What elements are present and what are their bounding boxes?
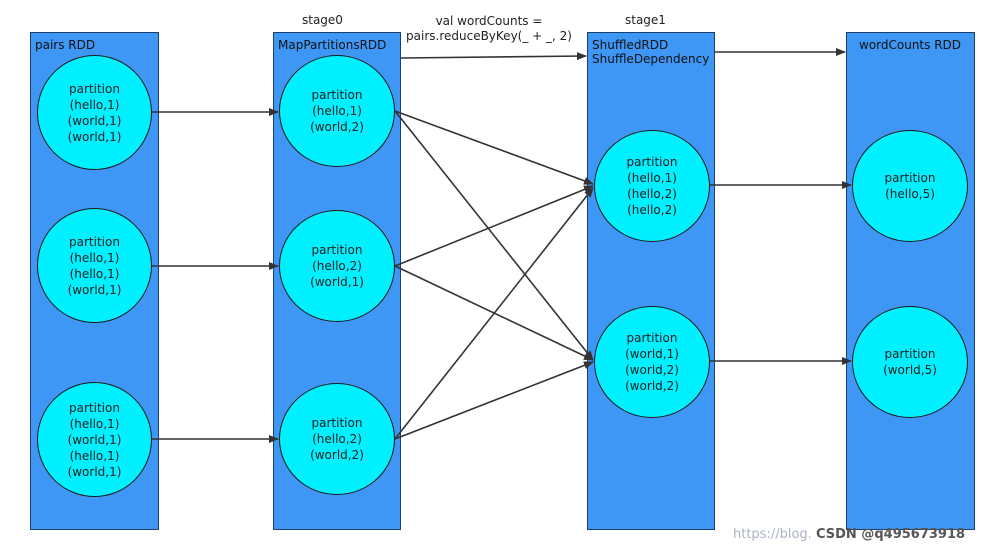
map-partitions-rdd-title: MapPartitionsRDD [278, 38, 387, 52]
partition-record: (hello,1) [69, 97, 120, 112]
partition-label: partition [311, 243, 363, 257]
stage0-label: stage0 [302, 13, 343, 27]
partition-record: (world,2) [625, 363, 679, 377]
pairs-partition-1: partition (hello,1) (world,1) (world,1) [37, 55, 152, 170]
partition-record: (world,5) [883, 363, 937, 377]
partition-record: (world,2) [310, 120, 364, 134]
partition-label: partition [69, 234, 120, 249]
partition-record: (world,1) [310, 275, 364, 289]
watermark-csdn: CSDN @q495673918 [816, 527, 966, 542]
shuffled-partition-2: partition (world,1) (world,2) (world,2) [594, 306, 710, 418]
partition-record: (hello,2) [312, 259, 362, 273]
partition-label: partition [69, 81, 120, 96]
partition-record: (world,1) [67, 282, 122, 297]
pairs-rdd-title: pairs RDD [35, 38, 96, 52]
transform-line1: val wordCounts = [435, 14, 543, 28]
arrow-map2-shuffle1 [394, 185, 594, 267]
arrow-map-to-shuffled [400, 52, 587, 61]
partition-record: (world,1) [67, 464, 122, 479]
partition-record: (world,2) [310, 448, 364, 462]
partition-record: (hello,5) [885, 187, 935, 201]
map-partition-1: partition (hello,1) (world,2) [279, 55, 395, 167]
partition-record: (hello,2) [312, 432, 362, 446]
partition-record: (hello,1) [69, 448, 120, 463]
partition-record: (hello,2) [627, 187, 677, 201]
partition-label: partition [311, 416, 363, 430]
partition-label: partition [311, 88, 363, 102]
partition-label: partition [626, 155, 678, 169]
transform-line2: pairs.reduceByKey(_ + _, 2) [406, 29, 572, 43]
map-partition-2: partition (hello,2) (world,1) [279, 210, 395, 322]
shuffled-rdd-title: ShuffledRDD ShuffleDependency [592, 38, 710, 66]
partition-record: (world,1) [67, 432, 122, 447]
partition-label: partition [884, 347, 936, 361]
shuffled-partition-1: partition (hello,1) (hello,2) (hello,2) [594, 130, 710, 242]
partition-record: (hello,1) [69, 266, 120, 281]
wordcounts-partition-2: partition (world,5) [852, 306, 968, 418]
map-partition-3: partition (hello,2) (world,2) [279, 383, 395, 495]
partition-label: partition [884, 171, 936, 185]
pairs-partition-2: partition (hello,1) (hello,1) (world,1) [37, 208, 152, 323]
watermark-url: https://blog. [733, 527, 812, 542]
partition-record: (hello,1) [312, 104, 362, 118]
partition-record: (world,2) [625, 379, 679, 393]
partition-label: partition [69, 400, 120, 415]
partition-record: (hello,1) [69, 250, 120, 265]
partition-record: (hello,1) [627, 171, 677, 185]
arrow-map1-shuffle2 [394, 110, 594, 361]
partition-record: (hello,2) [627, 203, 677, 217]
wordcounts-rdd-column: wordCounts RDD [846, 32, 975, 530]
arrow-map3-shuffle1 [394, 187, 594, 440]
wordcounts-partition-1: partition (hello,5) [852, 130, 968, 242]
transform-label: val wordCounts = pairs.reduceByKey(_ + _… [404, 14, 574, 44]
shuffled-rdd-column: ShuffledRDD ShuffleDependency [587, 32, 715, 530]
wordcounts-rdd-title: wordCounts RDD [859, 38, 962, 52]
stage1-label: stage1 [625, 13, 666, 27]
arrow-map1-shuffle1 [394, 110, 594, 185]
partition-record: (world,1) [67, 113, 122, 128]
partition-record: (world,1) [67, 129, 122, 144]
pairs-partition-3: partition (hello,1) (world,1) (hello,1) … [37, 382, 152, 497]
partition-record: (world,1) [625, 347, 679, 361]
partition-label: partition [626, 331, 678, 345]
arrow-map3-shuffle2 [394, 361, 594, 440]
partition-record: (hello,1) [69, 416, 120, 431]
